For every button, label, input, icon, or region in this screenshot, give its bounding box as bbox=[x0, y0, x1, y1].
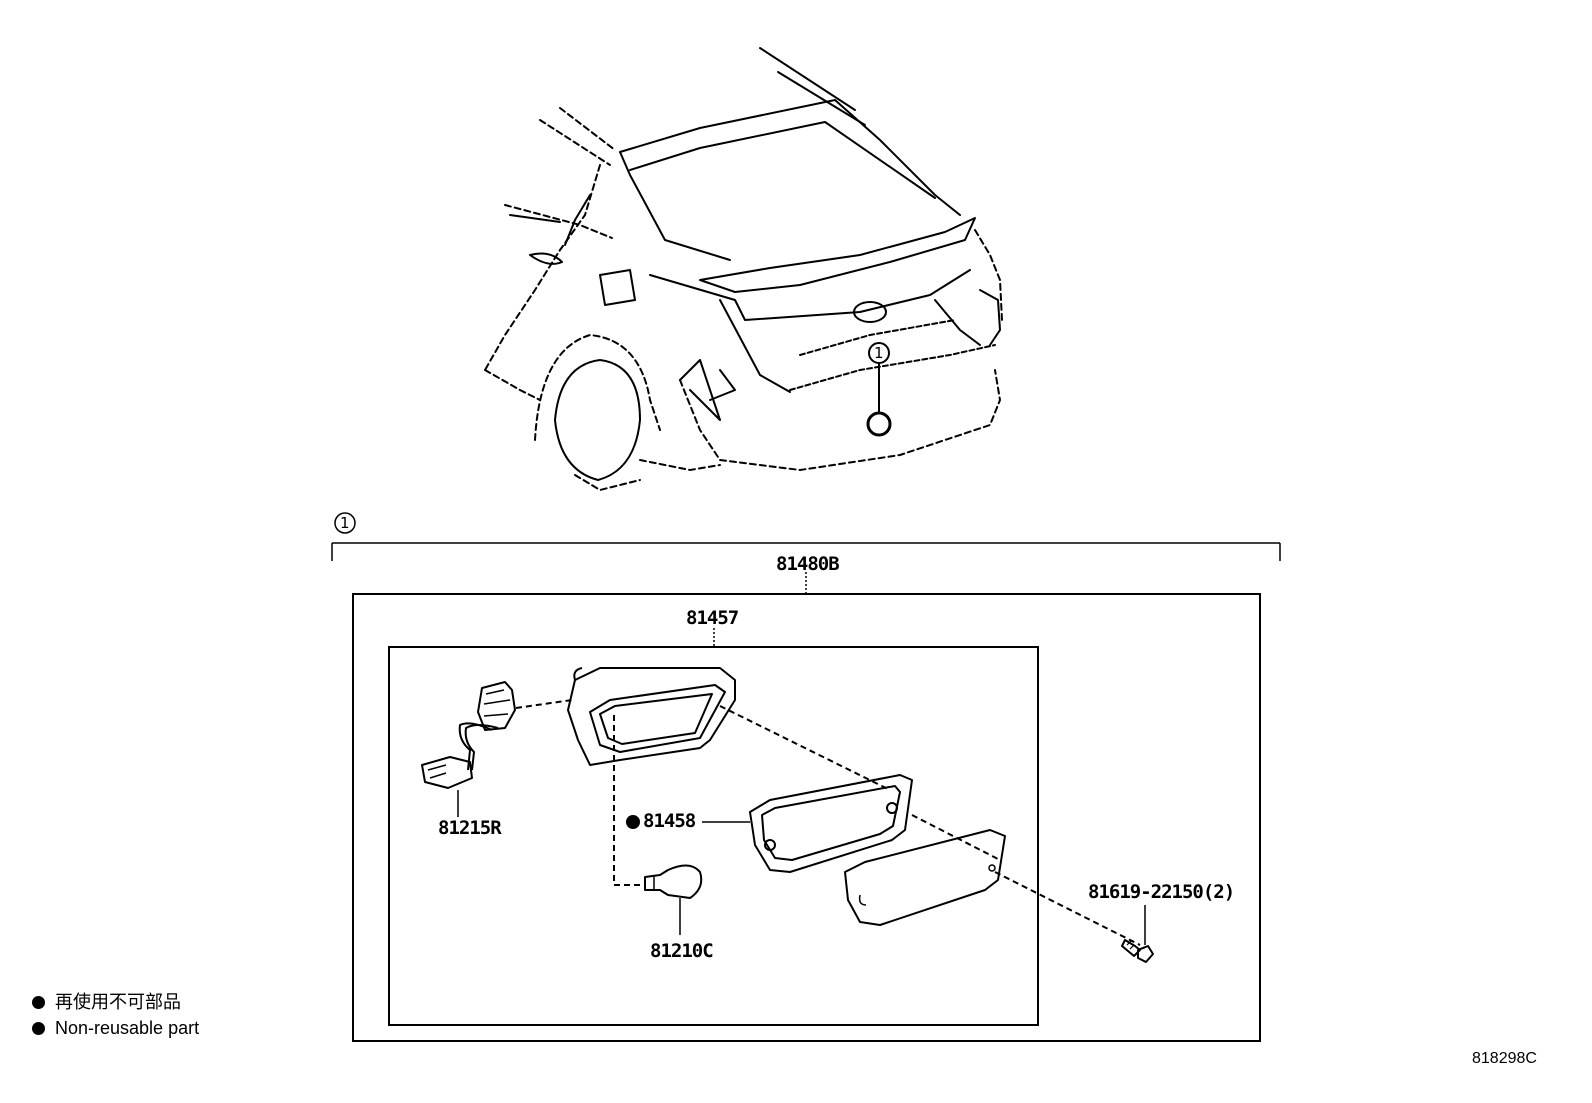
legend-jp-text: 再使用不可部品 bbox=[55, 992, 181, 1012]
socket-wire-part bbox=[421, 681, 573, 817]
screw-label: 81619-22150(2) bbox=[1088, 881, 1235, 903]
drawing-code: 818298C bbox=[1472, 1050, 1537, 1067]
lamp-housing-part bbox=[567, 667, 891, 886]
bullet-icon bbox=[32, 1021, 45, 1035]
car-callout bbox=[866, 342, 892, 437]
bullet-icon bbox=[32, 995, 45, 1009]
legend-en: Non-reusable part bbox=[32, 1019, 199, 1037]
legend-en-text: Non-reusable part bbox=[55, 1018, 200, 1038]
sub-assembly-label: 81457 bbox=[686, 607, 739, 629]
bulb-part bbox=[644, 864, 703, 935]
screw-part bbox=[1121, 905, 1154, 963]
bulb-label: 81210C bbox=[650, 940, 714, 962]
socket-wire-label: 81215R bbox=[438, 817, 502, 839]
bracket-callout-number: 1 bbox=[340, 514, 350, 532]
sub-assembly-frame bbox=[388, 646, 1039, 1026]
non-reusable-marker bbox=[626, 815, 640, 829]
legend-jp: 再使用不可部品 bbox=[32, 993, 181, 1011]
lens-part bbox=[844, 814, 1141, 946]
assembly-label: 81480B bbox=[776, 553, 840, 575]
assembly-frame bbox=[352, 593, 1261, 1042]
car-rear-illustration bbox=[484, 47, 1003, 491]
assembly-bracket bbox=[331, 512, 1281, 593]
gasket-part bbox=[626, 774, 913, 873]
gasket-label: 81458 bbox=[643, 810, 696, 832]
car-callout-number: 1 bbox=[874, 344, 884, 362]
